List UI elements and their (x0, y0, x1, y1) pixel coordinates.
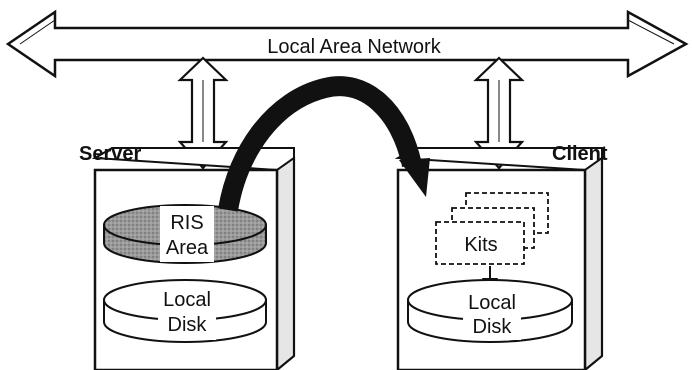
transfer-arrow (218, 76, 430, 212)
client-network-arrow (473, 56, 525, 170)
server-disk-label-line1: Local (163, 289, 211, 311)
client-disk-label-line1: Local (468, 292, 516, 314)
network-label: Local Area Network (267, 36, 441, 58)
client-local-disk: Local Disk (407, 279, 573, 343)
ris-area-disk: RIS Area (103, 204, 267, 264)
server-network-arrow (177, 56, 229, 170)
server-disk-label-line2: Disk (168, 314, 208, 336)
network-arrow: Local Area Network (5, 9, 689, 79)
server-local-disk: Local Disk (103, 279, 267, 343)
client-disk-label-line2: Disk (473, 316, 513, 338)
kits-label: Kits (464, 234, 497, 256)
server-title: Server (79, 143, 141, 165)
client-title: Client (552, 143, 608, 165)
ris-label-line2: Area (166, 237, 209, 259)
kits-stack: Kits (435, 192, 549, 265)
ris-label-line1: RIS (170, 212, 203, 234)
